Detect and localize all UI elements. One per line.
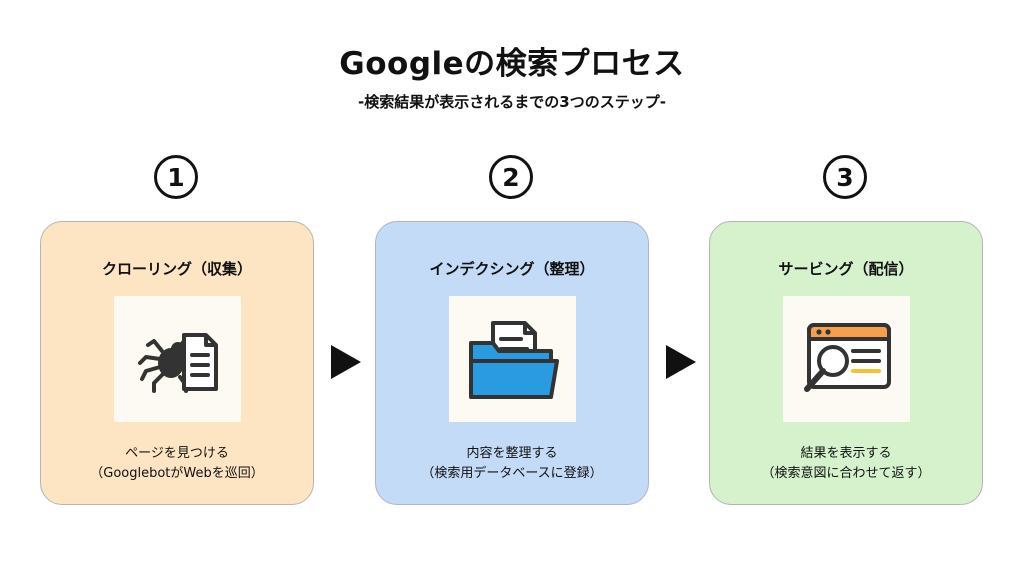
desc-line: 結果を表示する: [800, 446, 892, 461]
folder-document-icon: [468, 321, 559, 399]
step-description: ページを見つける （GooglebotがWebを巡回）: [41, 444, 313, 484]
step-card-crawling: クローリング（収集）: [40, 221, 314, 505]
desc-line: ページを見つける: [125, 446, 229, 461]
step-title: クローリング（収集）: [101, 260, 252, 278]
desc-line: （検索用データベースに登録）: [421, 466, 603, 481]
icon-panel: [114, 296, 241, 422]
arrow-right-icon: [331, 345, 361, 379]
arrow-right-icon: [666, 345, 696, 379]
search-window-icon: [803, 323, 891, 392]
step-1-number: 1: [154, 155, 198, 199]
step-description: 結果を表示する （検索意図に合わせて返す）: [710, 444, 982, 484]
step-card-indexing: インデクシング（整理） 内容を整理する （検索用データベースに登録）: [375, 221, 649, 505]
step-3-number: 3: [823, 155, 867, 199]
step-2-number: 2: [489, 155, 533, 199]
icon-panel: [783, 296, 910, 422]
desc-line: （GooglebotがWebを巡回）: [90, 466, 264, 481]
step-description: 内容を整理する （検索用データベースに登録）: [376, 444, 648, 484]
page-subtitle: -検索結果が表示されるまでの3つのステップ-: [358, 93, 666, 111]
page-title: Googleの検索プロセス: [339, 46, 685, 82]
desc-line: （検索意図に合わせて返す）: [761, 466, 931, 481]
step-card-serving: サービング（配信） 結果を表示する （検索意図に合わせ: [709, 221, 983, 505]
spider-document-icon: [137, 333, 218, 393]
step-title: サービング（配信）: [778, 260, 914, 278]
icon-panel: [449, 296, 576, 422]
step-title: インデクシング（整理）: [429, 260, 595, 278]
desc-line: 内容を整理する: [466, 446, 558, 461]
